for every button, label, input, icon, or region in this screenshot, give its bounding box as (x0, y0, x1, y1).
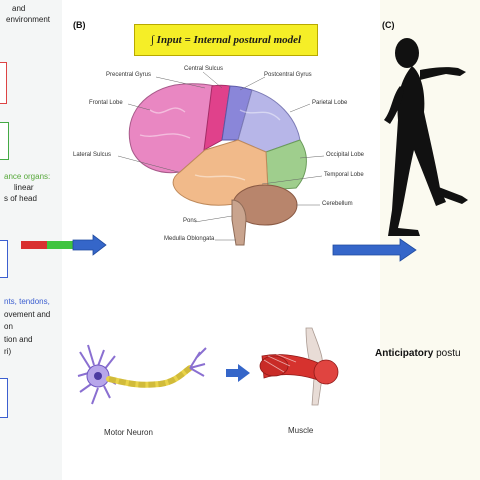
panel-c (380, 0, 480, 480)
panel-a-blue-box (0, 240, 8, 278)
panel-b-tag: (B) (73, 20, 86, 30)
panel-a-movement: ovement and (4, 310, 51, 319)
label-cerebellum: Cerebellum (322, 201, 353, 207)
panel-a-tendons: nts, tendons, (4, 297, 50, 306)
anticipatory-bold: Anticipatory (375, 348, 434, 359)
neuron-muscle-arrow (226, 364, 250, 382)
label-central-sulcus: Central Sulcus (184, 66, 224, 72)
input-arrow (72, 234, 107, 256)
panel-c-tag: (C) (382, 20, 395, 30)
label-pons: Pons (183, 218, 197, 224)
panel-a-blue-box-2 (0, 378, 8, 418)
panel-a-ri: ri) (4, 347, 12, 356)
brain (128, 83, 307, 246)
anticipatory-label: Anticipatory postu (375, 348, 461, 359)
label-medulla: Medulla Oblongata (164, 236, 215, 242)
human-silhouette (384, 38, 468, 236)
label-occipital-lobe: Occipital Lobe (326, 152, 365, 158)
label-muscle: Muscle (288, 426, 314, 435)
input-bar-green (47, 241, 73, 249)
anticipatory-rest: postu (433, 348, 461, 359)
output-arrow (332, 238, 417, 262)
panel-a-tion: tion and (4, 335, 33, 344)
label-temporal-lobe: Temporal Lobe (324, 172, 364, 178)
panel-a-on: on (4, 322, 13, 331)
label-parietal-lobe: Parietal Lobe (312, 100, 348, 106)
label-postcentral-gyrus: Postcentral Gyrus (264, 72, 312, 78)
panel-a-balance: ance organs: (4, 172, 51, 181)
label-frontal-lobe: Frontal Lobe (89, 100, 123, 106)
panel-a (0, 0, 62, 480)
panel-a-linear: linear (14, 183, 34, 192)
panel-a-head: s of head (4, 194, 37, 203)
label-precentral-gyrus: Precentral Gyrus (106, 72, 152, 78)
panel-a-green-box (0, 122, 9, 160)
label-motor-neuron: Motor Neuron (104, 428, 153, 437)
muscle (259, 327, 339, 406)
leader-lines (117, 71, 325, 241)
input-bar-red (21, 241, 47, 249)
formula-box: ∫ Input = Internal postural model (134, 24, 318, 56)
panel-a-red-box (0, 62, 7, 104)
label-lateral-sulcus: Lateral Sulcus (73, 152, 112, 158)
motor-neuron (77, 344, 207, 405)
panel-a-line-1: and (12, 4, 26, 13)
panel-a-line-2: environment (6, 15, 51, 24)
